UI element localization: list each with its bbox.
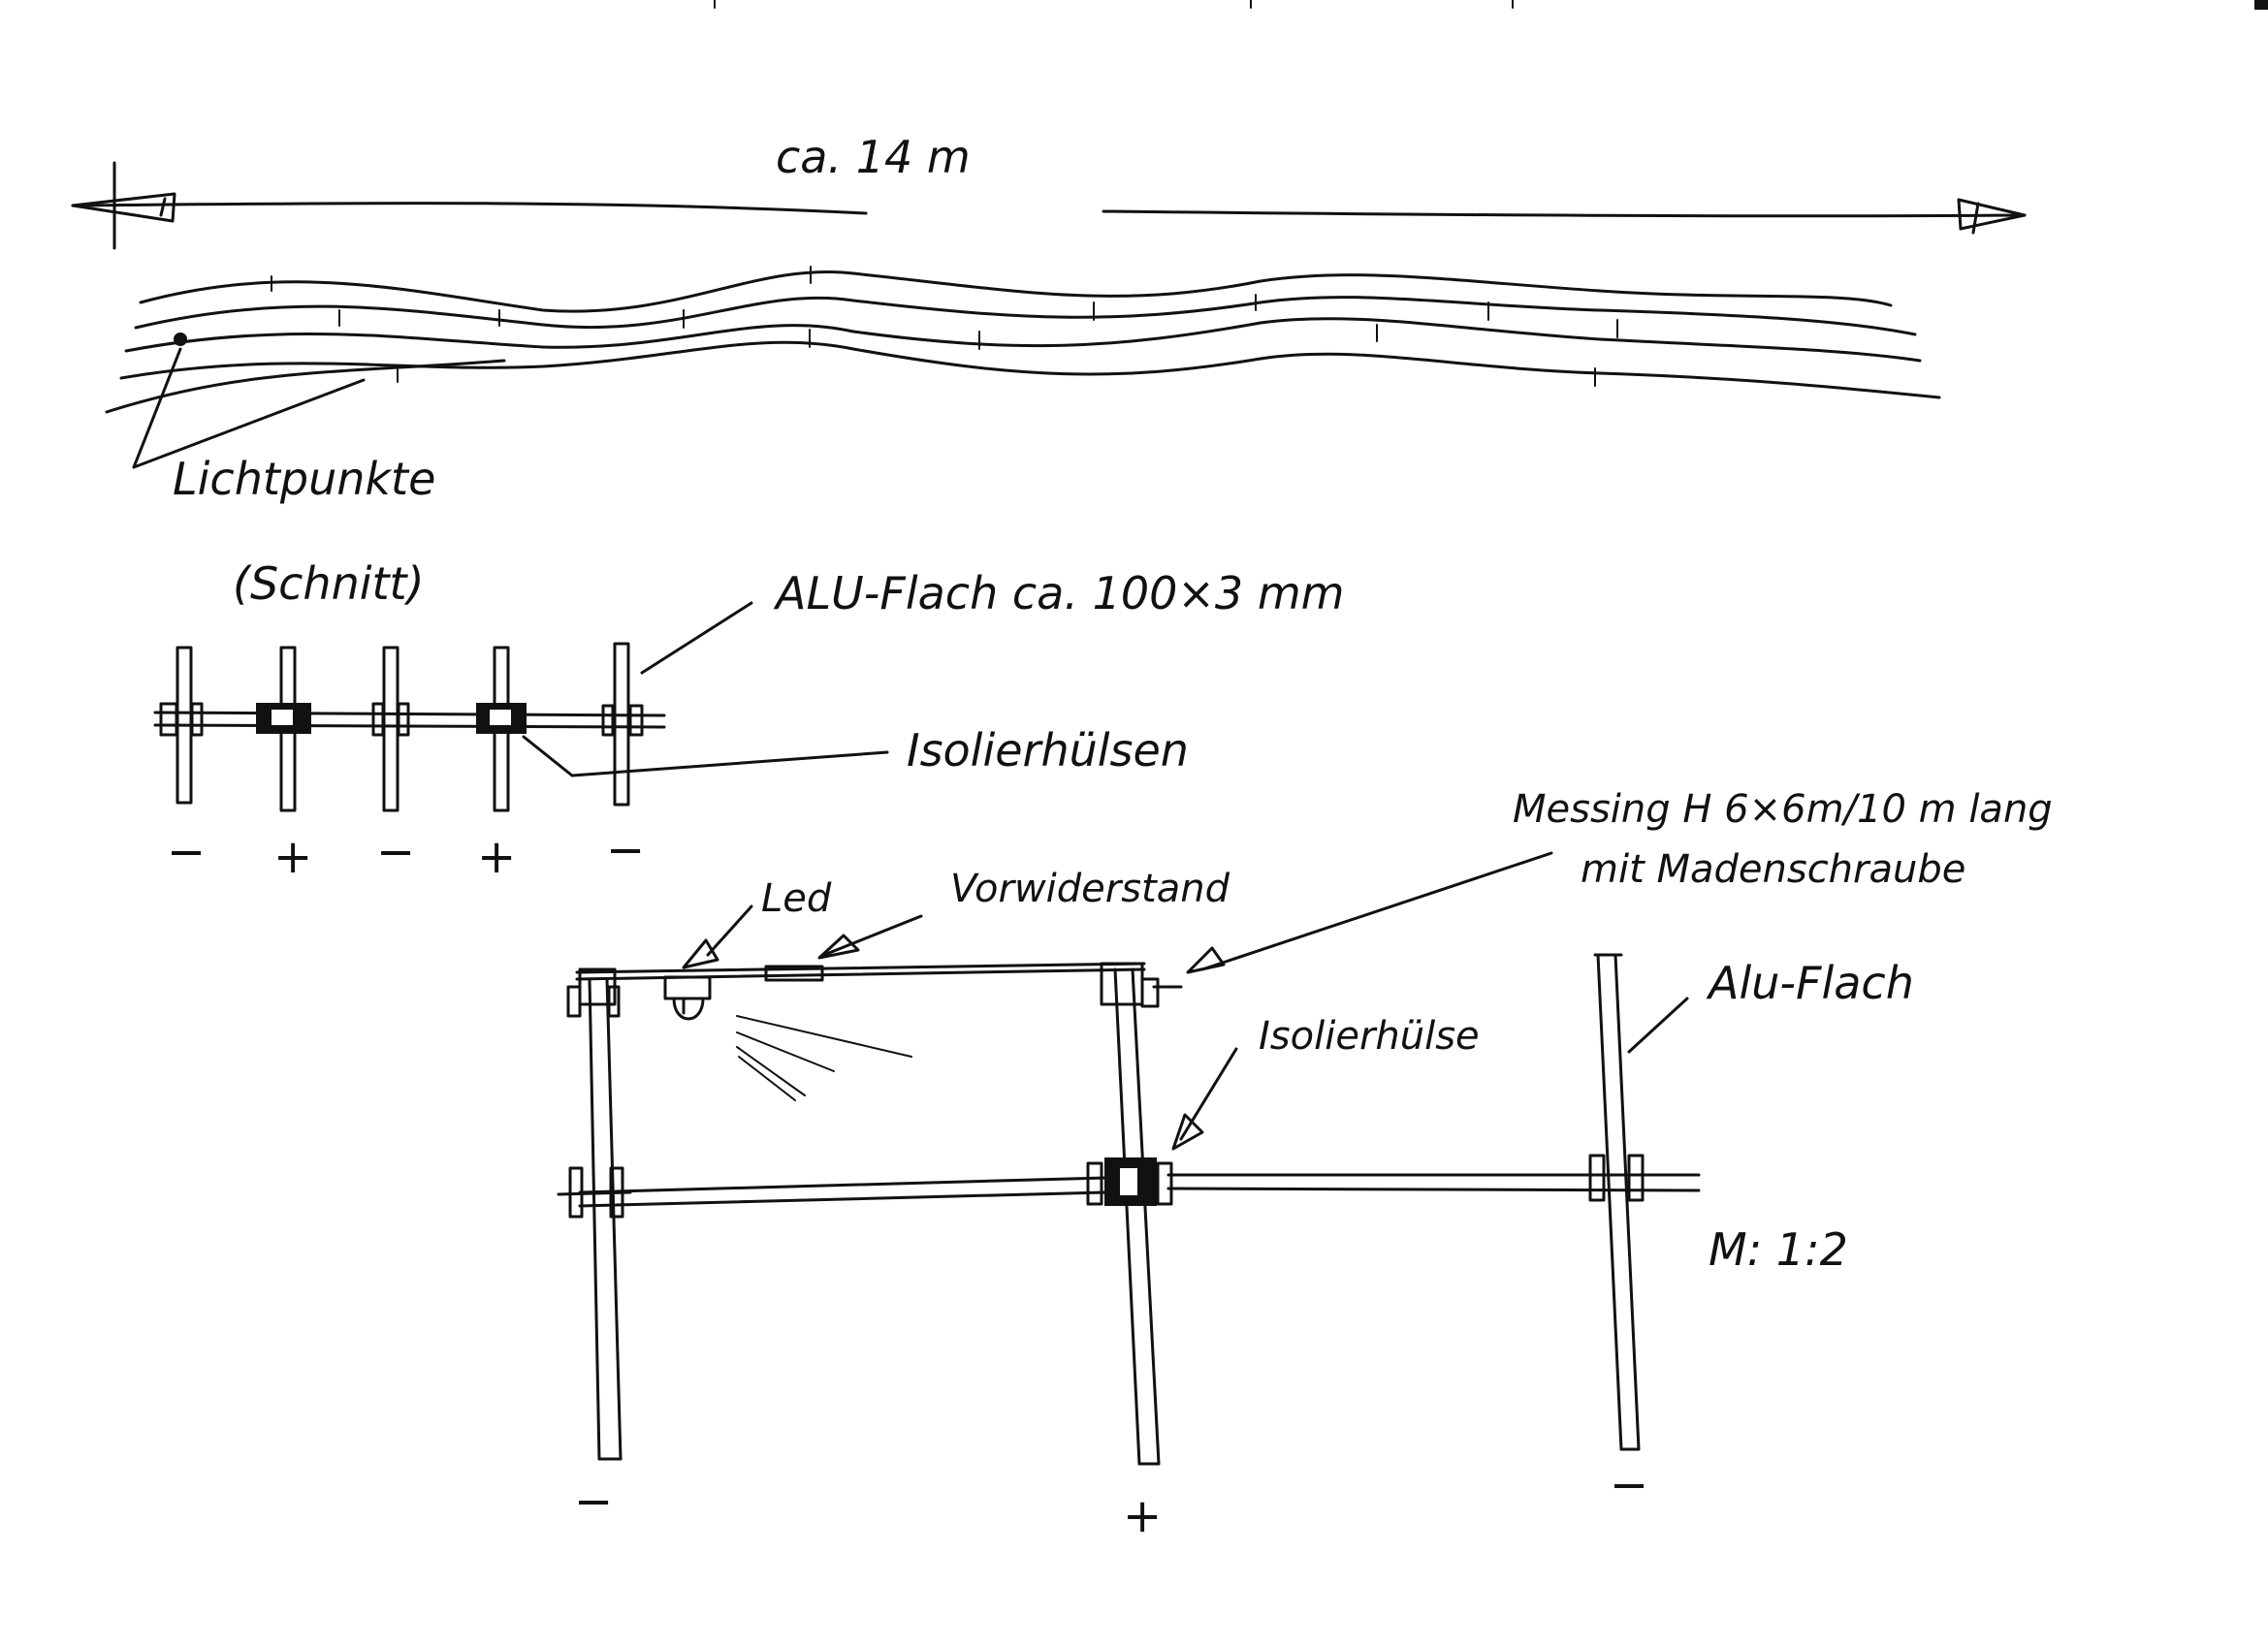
- sleeve-label: Isolierhülse: [1259, 1014, 1480, 1059]
- light-points-label: Lichtpunkte: [173, 453, 435, 505]
- detail-polarity-minus-right: −: [1610, 1458, 1648, 1512]
- section-polarity-5: −: [606, 823, 645, 877]
- length-dimension: ca. 14 m: [71, 131, 2027, 250]
- wavy-strips: Lichtpunkte: [105, 266, 1941, 505]
- led-label: Led: [761, 876, 832, 921]
- detail-polarity-minus-left: −: [574, 1474, 613, 1529]
- section-polarity-3: −: [376, 825, 415, 879]
- section-title: (Schnitt): [233, 557, 425, 610]
- sleeves-label: Isolierhülsen: [907, 724, 1189, 776]
- scan-edge-marks: [714, 0, 2268, 10]
- detail-polarity-plus-middle: +: [1123, 1489, 1162, 1543]
- brass-label-line1: Messing H 6×6m/10 m lang: [1513, 787, 2053, 832]
- section-polarity-2: +: [273, 830, 312, 884]
- resistor-label: Vorwiderstand: [950, 867, 1230, 911]
- alu-flat-detail-label: Alu-Flach: [1706, 957, 1914, 1009]
- section-polarity-1: −: [167, 825, 206, 879]
- scale-label: M: 1:2: [1709, 1223, 1848, 1276]
- detail-view: Led Vorwiderstand Messing H 6×6m/10 m la…: [557, 787, 2053, 1543]
- brass-label-line2: mit Madenschraube: [1581, 847, 1965, 892]
- section-view: (Schnitt) ALU-Flach ca. 100×3 mm Isolier…: [153, 557, 1344, 884]
- alu-flat-label: ALU-Flach ca. 100×3 mm: [773, 567, 1344, 619]
- length-label: ca. 14 m: [776, 131, 971, 183]
- section-polarity-4: +: [477, 830, 516, 884]
